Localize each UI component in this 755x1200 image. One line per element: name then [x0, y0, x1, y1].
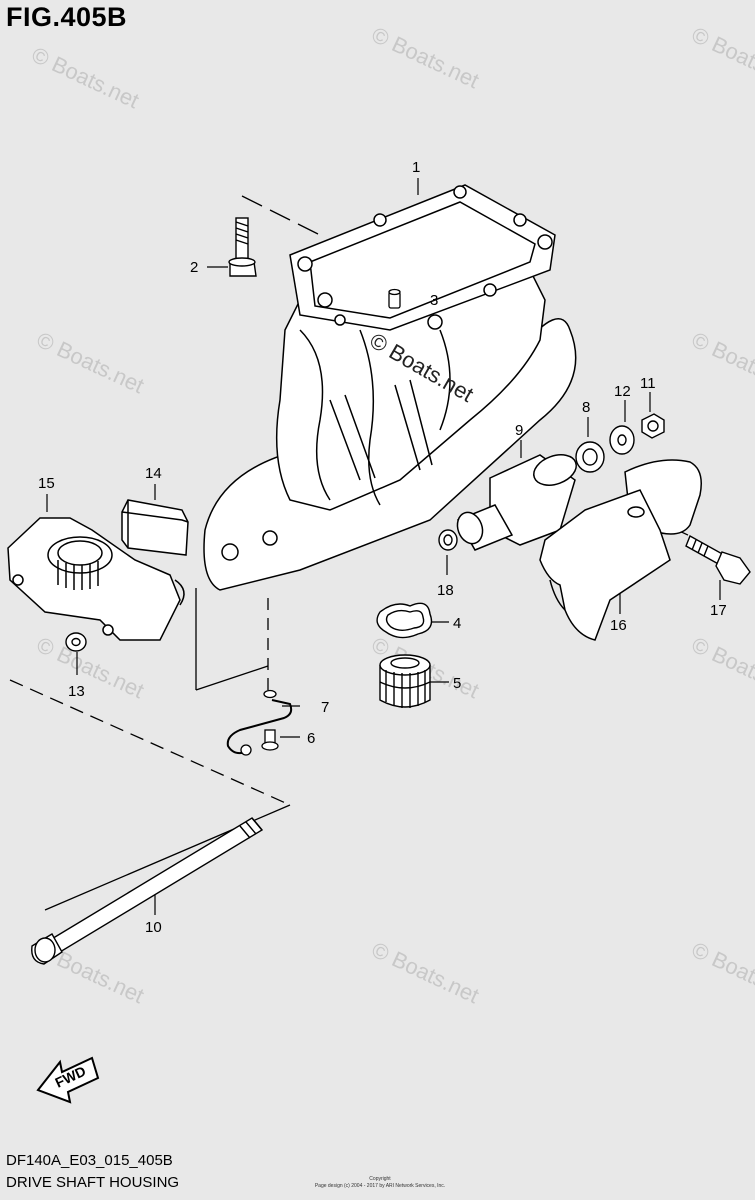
copyright-notice: Copyright Page design (c) 2004 - 2017 by…	[300, 1176, 460, 1190]
watermark: © Boats.net	[688, 937, 755, 1008]
dowel-pin-part-3	[388, 288, 401, 309]
block-part-14	[121, 499, 189, 556]
watermark: © Boats.net	[368, 937, 483, 1008]
washer-part-8	[575, 441, 605, 473]
watermark: © Boats.net	[688, 327, 755, 398]
watermark: © Boats.net	[368, 22, 483, 93]
bolt-part-10	[31, 817, 264, 965]
figure-code: DF140A_E03_015_405B	[6, 1152, 173, 1169]
ground-wire-part-7	[226, 689, 293, 756]
bolt-part-17	[685, 535, 751, 585]
bushing-part-5	[379, 654, 431, 708]
callout-1: 1	[412, 159, 420, 176]
nut-part-11	[641, 413, 665, 439]
callout-7: 7	[321, 699, 329, 716]
gasket-part-4	[376, 602, 433, 639]
callout-17: 17	[710, 602, 727, 619]
callout-18: 18	[437, 582, 454, 599]
callout-15: 15	[38, 475, 55, 492]
fwd-arrow-icon: FWD	[36, 1056, 100, 1104]
figure-title: FIG.405B	[6, 2, 128, 32]
watermark: © Boats.net	[688, 22, 755, 93]
callout-6: 6	[307, 730, 315, 747]
callout-8: 8	[582, 399, 590, 416]
callout-14: 14	[145, 465, 162, 482]
drive-shaft-housing	[203, 184, 577, 591]
callout-numbers: 1 2 3 4 5 6 7 8 9 10 11 12 13 14 15 16 1…	[38, 159, 727, 936]
watermark: © Boats.net	[688, 632, 755, 703]
callout-3: 3	[430, 292, 438, 309]
watermark: © Boats.net	[28, 42, 143, 113]
bracket-part-15	[7, 517, 185, 641]
watermark: © Boats.net	[33, 327, 148, 398]
washer-part-12	[609, 425, 635, 455]
callout-10: 10	[145, 919, 162, 936]
washer-part-13	[65, 632, 87, 652]
figure-name: DRIVE SHAFT HOUSING	[6, 1174, 180, 1191]
copyright-line-1: Copyright	[369, 1176, 391, 1182]
oring-part-18	[438, 529, 458, 551]
callout-13: 13	[68, 683, 85, 700]
bolt-part-2	[228, 217, 257, 277]
copyright-line-2: Page design (c) 2004 - 2017 by ARI Netwo…	[314, 1183, 446, 1189]
callout-16: 16	[610, 617, 627, 634]
watermark: © Boats.net	[33, 632, 148, 703]
callout-12: 12	[614, 383, 631, 400]
callout-11: 11	[640, 375, 656, 392]
callout-2: 2	[190, 259, 198, 276]
cover-part-16	[539, 459, 702, 641]
callout-9: 9	[515, 422, 523, 439]
callout-5: 5	[453, 675, 461, 692]
bolt-part-6	[261, 729, 279, 751]
mount-part-9	[456, 454, 577, 551]
callout-4: 4	[453, 615, 461, 632]
